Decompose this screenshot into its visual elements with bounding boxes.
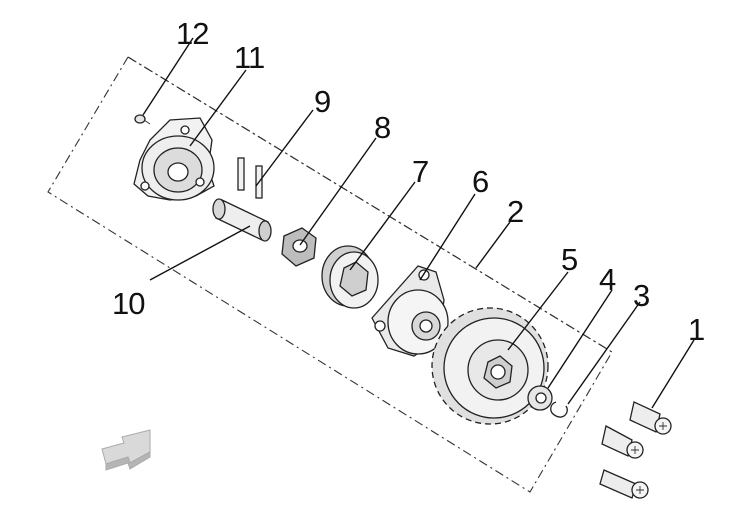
callout-9: 9	[314, 84, 330, 119]
part-7-outer-rotor	[321, 245, 379, 309]
callout-1: 1	[688, 312, 704, 347]
callout-labels: 12 11 9 8 7 6 2 5 4 3 1 10	[112, 16, 705, 347]
callout-10: 10	[112, 286, 145, 321]
part-6-pump-body	[371, 265, 449, 357]
callout-6: 6	[472, 164, 488, 199]
callout-8: 8	[374, 110, 390, 145]
callout-3: 3	[633, 278, 649, 313]
part-12-screw	[134, 114, 151, 125]
callout-2: 2	[507, 194, 523, 229]
callout-4: 4	[599, 262, 616, 297]
part-9-pins	[237, 157, 263, 199]
part-11-pump-cover	[133, 117, 215, 201]
callout-5: 5	[561, 242, 577, 277]
front-arrow-icon	[101, 429, 151, 471]
part-8-inner-rotor	[281, 227, 317, 267]
callout-7: 7	[412, 154, 428, 189]
part-3-clip	[550, 401, 568, 418]
part-1-bolts	[599, 401, 672, 499]
part-10-shaft	[212, 198, 272, 242]
part-5-gear	[431, 307, 549, 425]
callout-12: 12	[176, 16, 208, 51]
assembly-outline	[47, 56, 613, 493]
callout-11: 11	[234, 40, 264, 75]
part-4-washer	[527, 385, 553, 411]
leader-lines	[142, 37, 695, 409]
